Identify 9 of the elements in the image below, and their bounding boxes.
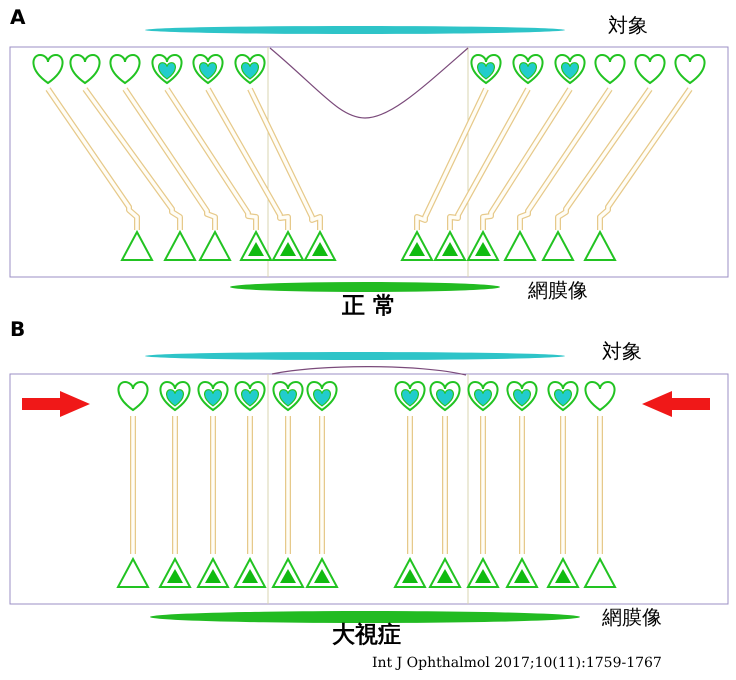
condition-title: 大視症 bbox=[332, 622, 401, 648]
panel-letter: A bbox=[10, 6, 26, 28]
object-label: 対象 bbox=[608, 14, 648, 36]
retinal-image-label: 網膜像 bbox=[528, 279, 588, 301]
retinal-image-label: 網膜像 bbox=[602, 606, 662, 628]
panel-letter: B bbox=[10, 318, 26, 340]
condition-title: 正 常 bbox=[342, 293, 396, 318]
object-label: 対象 bbox=[602, 340, 642, 362]
citation-text: Int J Ophthalmol 2017;10(11):1759-1767 bbox=[372, 656, 662, 672]
